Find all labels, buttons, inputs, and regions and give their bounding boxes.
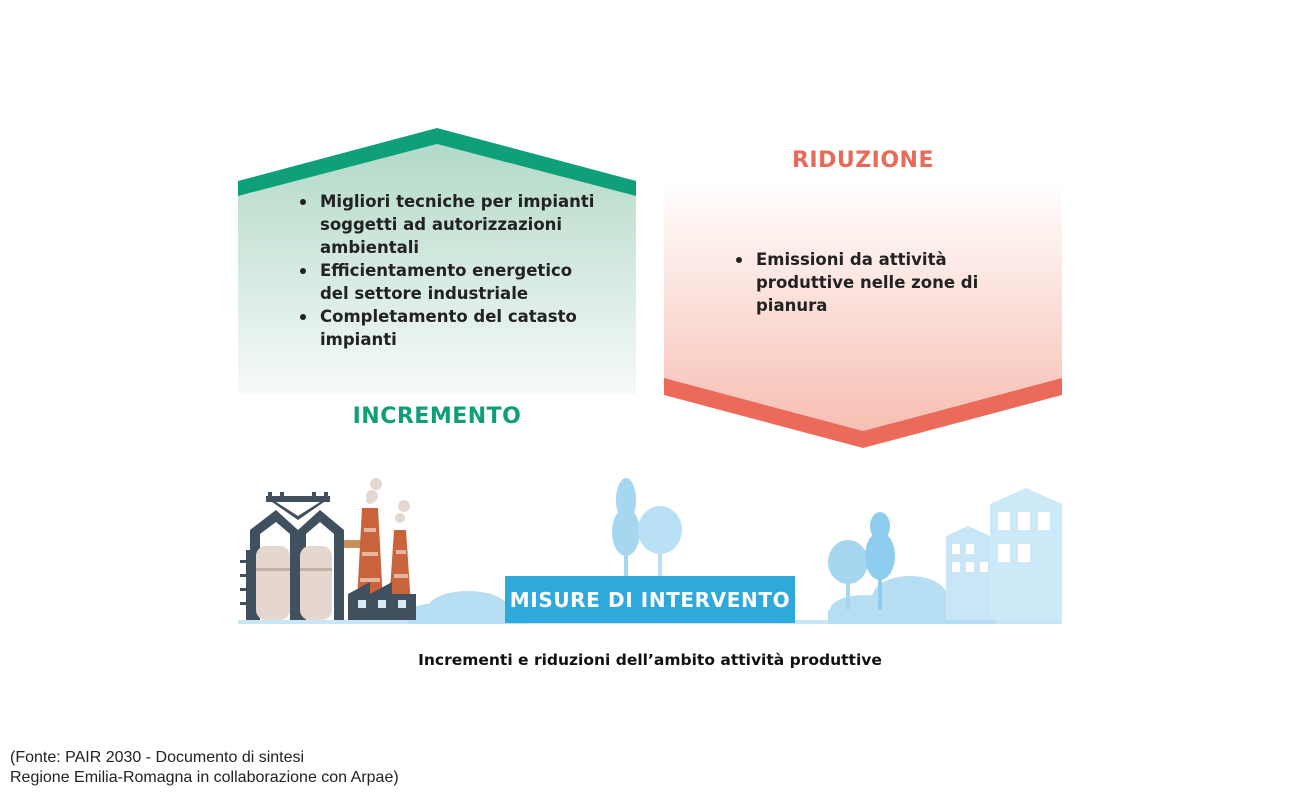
incremento-shape: [238, 128, 636, 394]
misure-di-intervento-banner: MISURE DI INTERVENTO: [505, 576, 795, 623]
source-line: (Fonte: PAIR 2030 - Documento di sintesi: [10, 749, 305, 766]
riduzione-item: Emissioni da attività produttive nelle z…: [734, 248, 1004, 317]
tree-icon: [828, 540, 868, 610]
incremento-item: Migliori tecniche per impianti soggetti …: [298, 190, 598, 259]
source-line: Regione Emilia-Romagna in collaborazione…: [10, 769, 399, 786]
factory-icon: [240, 478, 416, 620]
incremento-label: INCREMENTO: [352, 404, 522, 429]
riduzione-arrowhead: [664, 378, 1062, 448]
building-icon: [946, 526, 990, 620]
incremento-roof: [238, 128, 636, 196]
riduzione-shape: [664, 180, 1062, 448]
incremento-panel: Migliori tecniche per impianti soggetti …: [238, 128, 636, 394]
diagram-caption: Incrementi e riduzioni dell’ambito attiv…: [418, 651, 882, 669]
source-note: (Fonte: PAIR 2030 - Documento di sintesi…: [10, 748, 399, 788]
riduzione-panel: Emissioni da attività produttive nelle z…: [664, 180, 1062, 450]
riduzione-list: Emissioni da attività produttive nelle z…: [734, 248, 1004, 317]
tree-icon: [865, 512, 895, 610]
building-icon: [990, 488, 1062, 620]
tree-icon: [612, 478, 640, 580]
incremento-item: Completamento del catasto impianti: [298, 305, 598, 351]
incremento-list: Migliori tecniche per impianti soggetti …: [298, 190, 598, 351]
incremento-item: Efficientamento energetico del settore i…: [298, 259, 598, 305]
riduzione-label: RIDUZIONE: [791, 148, 935, 173]
tree-icon: [638, 506, 682, 580]
